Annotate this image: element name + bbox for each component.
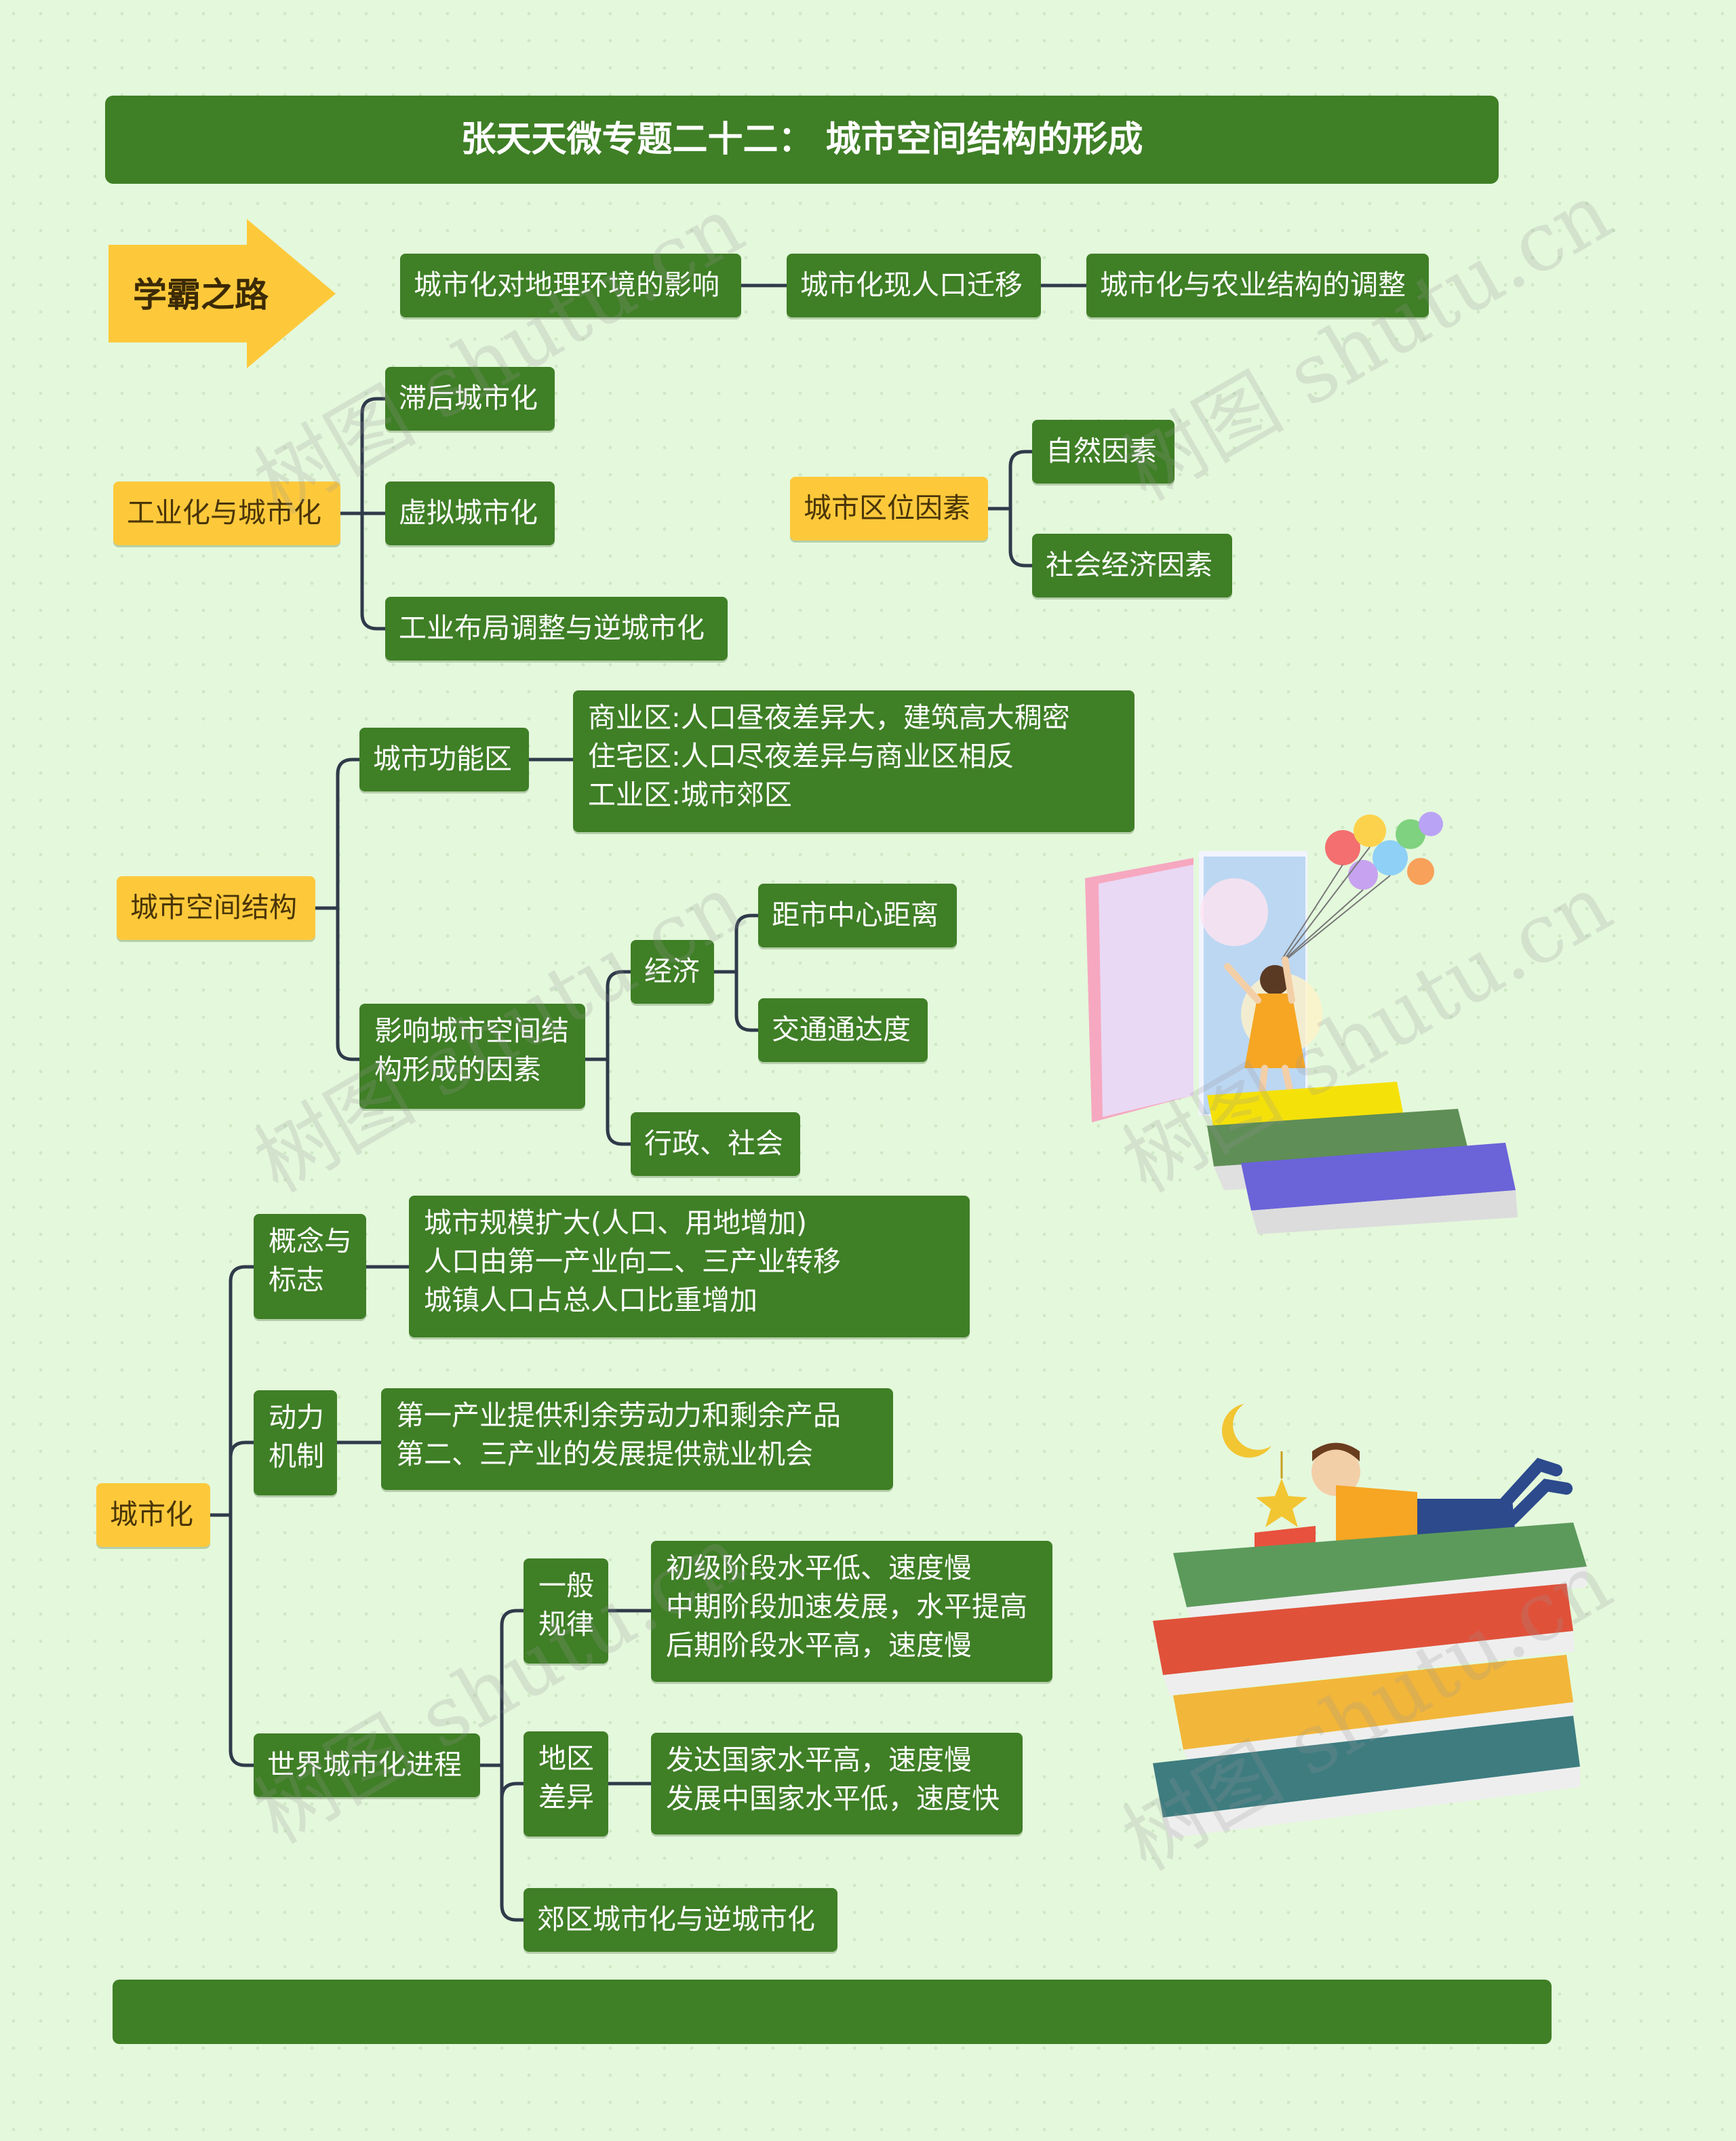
detail-line: 城市规模扩大(人口、用地增加) xyxy=(424,1206,807,1239)
world-urbanization-node[interactable]: 世界城市化进程 xyxy=(254,1733,480,1797)
detail-line: 城镇人口占总人口比重增加 xyxy=(424,1284,757,1316)
detail-line: 发达国家水平高，速度慢 xyxy=(666,1744,972,1776)
detail-line: 发展中国家水平低，速度快 xyxy=(666,1782,1000,1815)
chain-node-migration[interactable]: 城市化现人口迁移 xyxy=(787,254,1041,317)
functional-zone-detail: 商业区:人口昼夜差异大，建筑高大稠密 住宅区:人口尽夜差异与商业区相反 工业区:… xyxy=(573,690,1135,832)
administrative-social-node[interactable]: 行政、社会 xyxy=(631,1112,800,1176)
detail-line: 人口由第一产业向二、三产业转移 xyxy=(424,1245,841,1278)
natural-factors-node[interactable]: 自然因素 xyxy=(1032,420,1175,484)
detail-line: 初级阶段水平低、速度慢 xyxy=(666,1552,972,1584)
virtual-urbanization-node[interactable]: 虚拟城市化 xyxy=(385,482,555,545)
node-line: 机制 xyxy=(269,1440,324,1472)
detail-line: 工业区:城市郊区 xyxy=(588,779,792,811)
regional-difference-detail: 发达国家水平高，速度慢 发展中国家水平低，速度快 xyxy=(651,1733,1023,1834)
node-line: 构形成的因素 xyxy=(374,1053,541,1086)
industrialization-node[interactable]: 工业化与城市化 xyxy=(113,482,340,545)
economy-node[interactable]: 经济 xyxy=(631,940,714,1004)
regional-difference-node[interactable]: 地区 差异 xyxy=(524,1731,608,1836)
page-title: 张天天微专题二十二： 城市空间结构的形成 xyxy=(105,96,1499,184)
industrial-layout-node[interactable]: 工业布局调整与逆城市化 xyxy=(385,597,728,661)
detail-line: 第一产业提供利余劳动力和剩余产品 xyxy=(396,1399,841,1432)
accessibility-node[interactable]: 交通通达度 xyxy=(758,998,928,1062)
general-law-node[interactable]: 一般 规律 xyxy=(524,1558,608,1664)
socioeconomic-factors-node[interactable]: 社会经济因素 xyxy=(1032,534,1232,597)
detail-line: 中期阶段加速发展，水平提高 xyxy=(666,1590,1027,1623)
concept-detail: 城市规模扩大(人口、用地增加) 人口由第一产业向二、三产业转移 城镇人口占总人口… xyxy=(409,1196,970,1337)
detail-line: 住宅区:人口尽夜差异与商业区相反 xyxy=(588,740,1014,772)
mechanism-detail: 第一产业提供利余劳动力和剩余产品 第二、三产业的发展提供就业机会 xyxy=(381,1388,893,1490)
location-factors-node[interactable]: 城市区位因素 xyxy=(790,477,988,541)
banner-arrow-icon xyxy=(108,219,336,368)
chain-node-agriculture[interactable]: 城市化与农业结构的调整 xyxy=(1086,254,1429,317)
footer-bar xyxy=(113,1980,1552,2044)
concept-node[interactable]: 概念与 标志 xyxy=(254,1214,366,1319)
suburbanization-node[interactable]: 郊区城市化与逆城市化 xyxy=(524,1888,837,1952)
node-line: 动力 xyxy=(269,1401,324,1434)
spatial-structure-node[interactable]: 城市空间结构 xyxy=(117,876,315,940)
detail-line: 第二、三产业的发展提供就业机会 xyxy=(396,1438,813,1470)
node-line: 差异 xyxy=(538,1781,594,1813)
chain-node-environment[interactable]: 城市化对地理环境的影响 xyxy=(400,254,741,317)
node-line: 规律 xyxy=(538,1608,594,1641)
node-line: 影响城市空间结 xyxy=(374,1015,569,1047)
mechanism-node[interactable]: 动力 机制 xyxy=(254,1390,337,1495)
general-law-detail: 初级阶段水平低、速度慢 中期阶段加速发展，水平提高 后期阶段水平高，速度慢 xyxy=(651,1541,1052,1682)
urbanization-node[interactable]: 城市化 xyxy=(96,1483,210,1547)
detail-line: 商业区:人口昼夜差异大，建筑高大稠密 xyxy=(588,701,1070,734)
node-line: 地区 xyxy=(538,1742,594,1775)
girl-books-illustration-icon xyxy=(1085,812,1518,1234)
node-line: 一般 xyxy=(538,1569,594,1602)
functional-zone-node[interactable]: 城市功能区 xyxy=(359,728,529,791)
node-line: 标志 xyxy=(269,1263,324,1296)
boy-books-illustration-icon xyxy=(1153,1404,1587,1838)
structure-factors-node[interactable]: 影响城市空间结 构形成的因素 xyxy=(359,1004,585,1109)
distance-to-center-node[interactable]: 距市中心距离 xyxy=(758,884,957,947)
banner-label: 学霸之路 xyxy=(133,275,269,315)
detail-line: 后期阶段水平高，速度慢 xyxy=(666,1629,972,1662)
lagging-urbanization-node[interactable]: 滞后城市化 xyxy=(385,367,555,431)
node-line: 概念与 xyxy=(269,1225,352,1257)
